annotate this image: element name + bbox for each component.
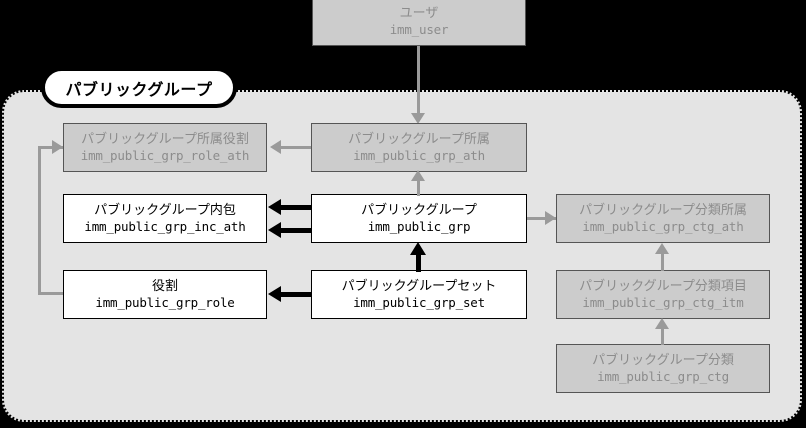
node-imm-public-grp-set[interactable]: パブリックグループセット imm_public_grp_set: [311, 270, 527, 319]
edge-grp-role-to-grp-role-ath: [38, 146, 63, 295]
node-title-code: imm_public_grp: [367, 218, 471, 234]
edge-grp-to-grp-ath-arrowhead: [411, 170, 425, 181]
edge-grp-role-to-grp-role-ath-arrowhead: [52, 140, 63, 154]
node-title-code: imm_public_grp_role_ath: [80, 147, 250, 163]
node-imm-public-grp[interactable]: パブリックグループ imm_public_grp: [311, 194, 527, 243]
node-title-code: imm_public_grp_set: [353, 294, 485, 310]
group-label-text: パブリックグループ: [65, 79, 213, 99]
edge-grp-ctg-itm-to-grp-ctg-ath-arrowhead: [655, 243, 669, 254]
node-title-code: imm_public_grp_role: [95, 294, 235, 310]
node-title-code: imm_public_grp_ath: [353, 147, 485, 163]
node-title-jp: ユーザ: [399, 6, 439, 22]
node-title-jp: パブリックグループセット: [341, 278, 497, 294]
node-imm-public-grp-role-ath[interactable]: パブリックグループ所属役割 imm_public_grp_role_ath: [63, 123, 267, 172]
edge-grp-set-to-grp-arrowhead: [410, 242, 426, 255]
edge-grp-set-to-grp: [416, 254, 421, 272]
edge-grp-ath-to-grp-role-ath: [281, 146, 311, 149]
edge-grp-ctg-to-grp-ctg-itm: [661, 328, 664, 345]
node-title-jp: パブリックグループ分類項目: [579, 278, 747, 294]
edge-user-to-grp-ath-arrowhead: [411, 113, 425, 124]
edge-grp-ctg-itm-to-grp-ctg-ath: [661, 253, 664, 271]
node-title-jp: パブリックグループ所属役割: [81, 131, 249, 147]
node-title-jp: パブリックグループ内包: [94, 202, 236, 218]
edge-grp-to-grp-ath: [417, 180, 420, 196]
group-label-public-group[interactable]: パブリックグループ: [41, 67, 237, 108]
edge-grp-to-grp-inc-ath-lower-arrowhead: [268, 222, 281, 238]
edge-grp-to-grp-inc-ath-lower: [281, 228, 311, 233]
node-title-jp: パブリックグループ: [361, 202, 477, 218]
node-title-code: imm_public_grp_ctg_itm: [582, 294, 744, 310]
edge-grp-to-grp-ctg-ath-arrowhead: [545, 211, 556, 225]
node-title-jp: パブリックグループ分類所属: [579, 202, 747, 218]
node-imm-public-grp-ctg-ath[interactable]: パブリックグループ分類所属 imm_public_grp_ctg_ath: [556, 194, 770, 243]
edge-grp-to-grp-inc-ath-upper: [281, 205, 311, 210]
edge-grp-to-grp-ctg-ath: [527, 217, 556, 220]
node-title-code: imm_public_grp_ctg: [597, 368, 729, 384]
edge-grp-set-to-grp-role: [281, 292, 311, 297]
edge-grp-ath-to-grp-role-ath-arrowhead: [270, 140, 281, 154]
node-title-jp: パブリックグループ分類: [592, 352, 734, 368]
node-title-code: imm_user: [389, 22, 449, 38]
node-imm-public-grp-role[interactable]: 役割 imm_public_grp_role: [63, 270, 267, 319]
edge-grp-to-grp-inc-ath-upper-arrowhead: [268, 199, 281, 215]
node-title-jp: パブリックグループ所属: [348, 131, 490, 147]
node-imm-public-grp-ctg[interactable]: パブリックグループ分類 imm_public_grp_ctg: [556, 344, 770, 393]
node-imm-public-grp-ctg-itm[interactable]: パブリックグループ分類項目 imm_public_grp_ctg_itm: [556, 270, 770, 319]
node-title-code: imm_public_grp_inc_ath: [84, 218, 246, 234]
node-imm-public-grp-ath[interactable]: パブリックグループ所属 imm_public_grp_ath: [311, 123, 527, 172]
node-imm-user[interactable]: ユーザ imm_user: [312, 0, 526, 46]
node-title-code: imm_public_grp_ctg_ath: [582, 218, 744, 234]
edge-user-to-grp-ath: [417, 46, 420, 116]
node-imm-public-grp-inc-ath[interactable]: パブリックグループ内包 imm_public_grp_inc_ath: [63, 194, 267, 243]
edge-grp-ctg-to-grp-ctg-itm-arrowhead: [655, 318, 669, 329]
node-title-jp: 役割: [151, 278, 178, 294]
edge-grp-set-to-grp-role-arrowhead: [268, 286, 281, 302]
